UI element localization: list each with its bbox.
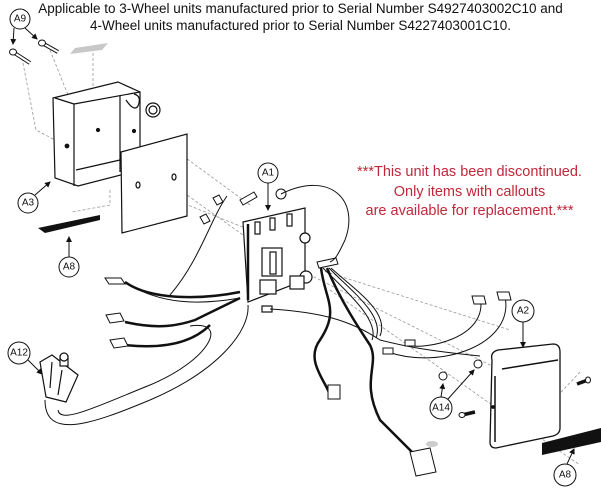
svg-text:A14: A14 (432, 403, 450, 414)
notice-line-1: ***This unit has been discontinued. (357, 164, 582, 180)
callout-a1: A1 (257, 162, 279, 211)
callout-a12: A12 (7, 341, 43, 375)
svg-text:A1: A1 (262, 168, 275, 179)
label-strip-left (38, 215, 100, 233)
callout-a14: A14 (429, 369, 475, 420)
cover-screws (458, 376, 591, 418)
screw-a9-2 (38, 39, 59, 54)
gasket-plate (120, 133, 188, 234)
label-strip-right (542, 428, 601, 455)
nuts-a14 (438, 359, 483, 381)
notice-line-2: Only items with callouts (393, 183, 546, 200)
cover-plate (489, 343, 561, 449)
controller-board (242, 207, 313, 313)
callout-a3: A3 (17, 181, 51, 214)
svg-text:A2: A2 (517, 306, 530, 317)
callout-a8-right: A8 (553, 448, 577, 487)
svg-text:A8: A8 (559, 470, 572, 481)
notice-line-3: are available for replacement.*** (365, 203, 574, 219)
seal-gray (426, 441, 438, 447)
screw-a9-1 (9, 48, 32, 65)
harness-connectors (104, 277, 512, 477)
svg-text:A9: A9 (14, 14, 27, 25)
applicability-line-2: 4-Wheel units manufactured prior to Seri… (90, 18, 511, 33)
svg-text:A12: A12 (10, 348, 28, 359)
label-strip-gray (70, 43, 108, 54)
standoffs (199, 191, 258, 225)
callout-a9: A9 (9, 8, 38, 45)
svg-text:A3: A3 (22, 198, 35, 209)
applicability-header: Applicable to 3-Wheel units manufactured… (0, 0, 601, 34)
wire-harness (44, 184, 507, 456)
svg-text:A8: A8 (63, 262, 76, 273)
circuit-breaker (39, 352, 79, 403)
callout-a2: A2 (511, 299, 535, 348)
callout-a8-left: A8 (58, 236, 80, 278)
discontinued-notice: ***This unit has been discontinued. Only… (338, 163, 601, 222)
applicability-line-1: Applicable to 3-Wheel units manufactured… (38, 1, 563, 16)
